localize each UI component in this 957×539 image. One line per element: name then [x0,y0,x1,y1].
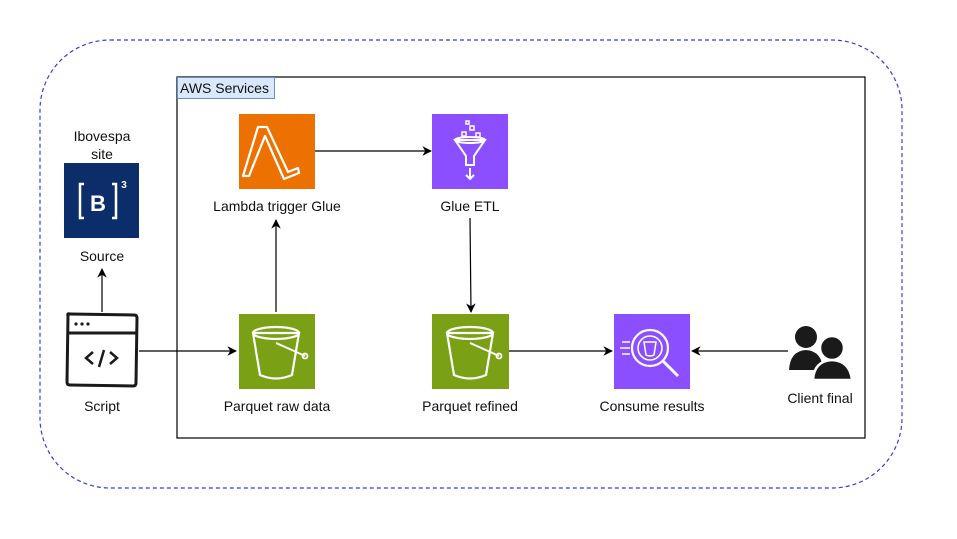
refined-label: Parquet refined [422,398,518,414]
outer-boundary [39,39,903,489]
athena-query-icon [614,314,690,389]
script-label: Script [84,398,120,414]
aws-services-group [176,76,866,439]
b3-logo-icon: B 3 [64,163,139,238]
connectors [97,146,788,356]
b3-logo-superscript: 3 [121,180,127,191]
aws-glue-icon [432,114,508,189]
b3-logo-letter: B [90,191,106,216]
ibovespa-title-line1: Ibovespa [73,128,131,144]
s3-bucket-icon [432,314,509,389]
code-window-icon [65,312,139,388]
glue-label: Glue ETL [440,198,500,214]
aws-lambda-icon [239,114,315,189]
users-icon [789,326,854,382]
aws-services-label: AWS Services [177,77,275,99]
lambda-label: Lambda trigger Glue [213,198,341,214]
consume-label: Consume results [599,398,705,414]
s3-bucket-icon [239,314,315,389]
client-label: Client final [787,390,853,406]
edge-glue-refined [466,217,476,313]
ibovespa-title-line2: site [91,146,113,162]
source-label: Source [79,248,125,264]
raw-data-label: Parquet raw data [223,398,331,414]
